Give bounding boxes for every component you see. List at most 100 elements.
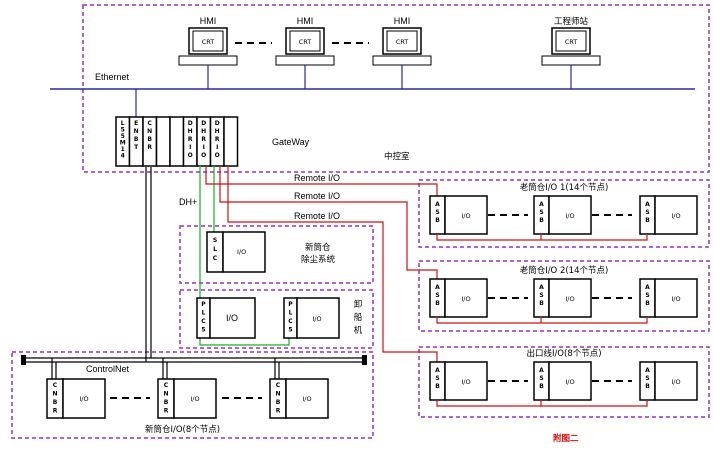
rack-slot-label: M <box>120 140 126 147</box>
io-group-1-zone <box>418 179 710 248</box>
rack-slot-label: R <box>147 144 152 151</box>
keyboard-base <box>372 55 432 66</box>
remote-io-label-1: Remote I/O <box>294 173 340 183</box>
io-module-label: I/O <box>461 378 470 386</box>
asb-letter: A <box>435 201 440 208</box>
controlnet-terminator-left-b <box>21 360 26 365</box>
remote-io-link-2 <box>219 165 438 279</box>
rack-slot-label: N <box>134 128 139 135</box>
new-silo-io-label: I/O <box>190 395 199 403</box>
io-module <box>654 278 698 318</box>
cnbr-letter: N <box>275 391 280 398</box>
rack-slot <box>155 116 171 167</box>
monitor-screen <box>192 30 224 52</box>
ship-unloader-title: 卸船机 <box>354 299 363 336</box>
workstation-title: HMI <box>394 16 411 26</box>
monitor-screen <box>555 30 587 52</box>
ethernet-label: Ethernet <box>95 72 130 82</box>
asb-letter: B <box>645 300 650 307</box>
io-chain-link <box>436 317 648 324</box>
slc-letter: L <box>213 246 217 253</box>
asb-letter: A <box>645 367 650 374</box>
dh-plus-label: DH+ <box>179 197 197 207</box>
rack-slot-label: E <box>134 120 138 127</box>
cnbr-letter: N <box>52 391 57 398</box>
dust-system-zone <box>179 225 374 284</box>
asb-letter: S <box>435 209 439 216</box>
asb-letter: B <box>435 383 440 390</box>
rack-slot <box>223 116 239 167</box>
rack-slot-label: N <box>147 128 152 135</box>
ship-unloader-char: 卸 <box>354 299 363 310</box>
asb-letter: S <box>539 209 543 216</box>
ship-unloader-zone <box>179 289 374 349</box>
io-module-label: I/O <box>461 212 470 220</box>
rack-slot-label: O <box>215 152 220 159</box>
io-chain-link <box>436 400 648 407</box>
io-module-label: I/O <box>461 295 470 303</box>
io-module <box>654 361 698 401</box>
asb-letter: S <box>645 209 649 216</box>
rack-slot-label: R <box>188 136 193 143</box>
asb-letter: B <box>539 300 544 307</box>
plc5-io-module <box>296 297 340 339</box>
io-group-title: 老筒仓I/O 2(14个节点) <box>520 265 609 276</box>
plc5-letter: C <box>201 318 206 325</box>
dust-zone-title-1: 新筒仓 <box>305 242 331 253</box>
new-silo-io-module <box>173 378 217 419</box>
io-module <box>548 361 592 401</box>
cnbr-letter: N <box>163 391 168 398</box>
asb-letter: A <box>539 284 544 291</box>
rack-slot-label: T <box>134 144 139 151</box>
plc5-letter: P <box>201 301 206 308</box>
new-silo-io-zone <box>11 351 374 439</box>
rack-slot-label: H <box>201 128 206 135</box>
cnbr-letter: R <box>164 408 169 415</box>
new-silo-io-label: I/O <box>79 395 88 403</box>
io-group-title: 出口线I/O(8个节点) <box>526 348 601 359</box>
controlnet-terminator-right-b <box>362 360 367 365</box>
rack-slot-label: R <box>201 136 206 143</box>
asb-letter: A <box>435 367 440 374</box>
plc5-letter: L <box>289 310 293 317</box>
rack-slot-label: 5 <box>121 127 125 134</box>
rack-slot-label: I <box>216 144 218 151</box>
monitor-screen-label: CRT <box>299 38 312 46</box>
rack-slot-label: R <box>215 136 220 143</box>
rack-slot-label: 5 <box>121 133 125 140</box>
io-group-title: 老筒仓I/O 1(14个节点) <box>520 182 609 193</box>
keyboard-base <box>275 55 335 66</box>
io-module <box>444 361 488 401</box>
asb-letter: A <box>435 284 440 291</box>
dust-io-module <box>222 231 266 273</box>
rack-slot-label: D <box>215 120 220 127</box>
rack-slot <box>169 116 185 167</box>
rack-slot-label: 1 <box>121 146 125 153</box>
cnbr-letter: C <box>164 382 169 389</box>
asb-letter: A <box>539 201 544 208</box>
central-control-zone <box>82 4 710 173</box>
rack-slot-label: I <box>203 144 205 151</box>
io-module-label: I/O <box>671 212 680 220</box>
io-module-label: I/O <box>565 378 574 386</box>
io-module-label: I/O <box>671 295 680 303</box>
plc5-letter: C <box>288 318 293 325</box>
io-group-3-zone <box>418 346 710 418</box>
dust-io-label: I/O <box>237 248 246 256</box>
plc5-io-label: I/O <box>226 313 238 323</box>
plc5-letter: L <box>202 310 206 317</box>
ship-unloader-char: 船 <box>354 312 363 323</box>
new-silo-io-label: I/O <box>302 395 311 403</box>
monitor-screen-label: CRT <box>565 38 578 46</box>
monitor-screen-label: CRT <box>396 38 409 46</box>
plc5-io-module <box>209 297 256 339</box>
workstation-title: 工程师站 <box>554 16 589 27</box>
cnbr-letter: R <box>53 408 58 415</box>
plc5-letter: P <box>288 301 293 308</box>
dust-zone-title-2: 除尘系统 <box>301 254 336 265</box>
controlnet-label: ControlNet <box>86 364 130 374</box>
asb-letter: S <box>435 292 439 299</box>
cnbr-letter: B <box>276 399 281 406</box>
